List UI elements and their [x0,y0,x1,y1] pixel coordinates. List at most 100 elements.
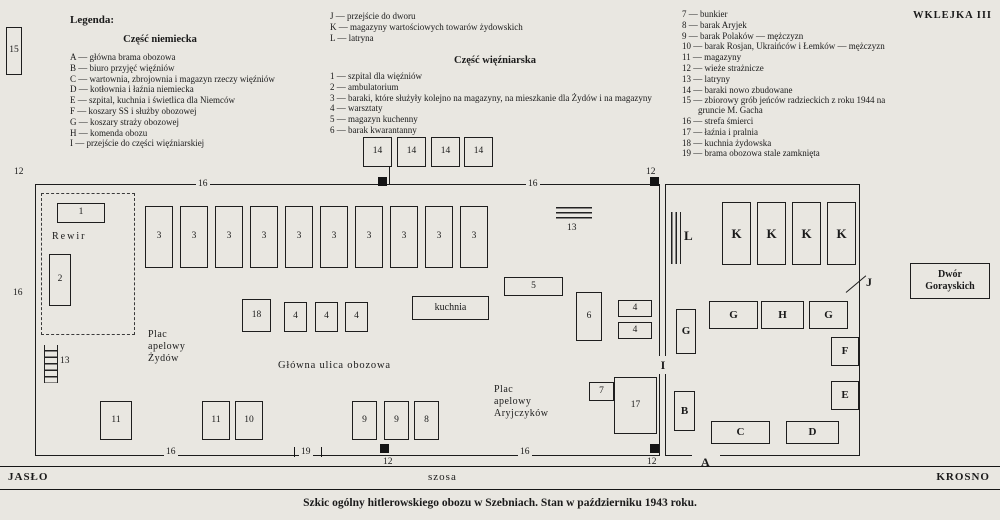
ambulance-2-label: 2 [57,274,63,285]
legend-item-10: 10 — barak Rosjan, Ukraińców i Łemków — … [682,41,885,52]
legend-item-G: G — koszary straży obozowej [70,116,179,127]
gate-tick [321,447,322,457]
legend-german-heading: Część niemiecka [123,34,197,45]
jewish-kitchen-18-box: 18 [242,299,271,332]
workshop-4-label: 4 [354,311,359,322]
guard-barrack-G-label: G [729,308,738,321]
prisoner-camp-fence [35,184,660,456]
guardhouse-C-box: C [711,421,770,444]
barrack-3-label: 3 [401,231,407,242]
bunker-7-box: 7 [589,382,614,401]
legend-item-3: 3 — baraki, które służyły kolejno na mag… [330,92,652,103]
barrack-3-box: 3 [250,206,278,268]
death-zone-16-label: 16 [164,447,178,457]
jewish-roll-call-square-label: Plac apelowy Żydów [148,329,185,365]
bathhouse-17-box: 17 [614,377,657,434]
guard-barrack-G-box: G [709,301,758,329]
legend-item-C: C — wartownia, zbrojownia i magazyn rzec… [70,73,275,84]
watchtower-square [380,444,389,453]
german-camp-fence [665,184,860,456]
inner-passage-I-label: I [660,357,666,372]
command-H-label: H [778,308,787,321]
valuables-store-K-label: K [766,226,777,241]
barrack-9-box: 9 [352,401,377,440]
barrack-3-box: 3 [215,206,243,268]
legend-item-4: 4 — warsztaty [330,103,383,114]
bunker-7-label: 7 [599,385,604,396]
barrack-14-label: 14 [473,146,484,157]
barrack-10-label: 10 [244,414,254,425]
workshop-4-box: 4 [618,322,652,339]
legend-item-K: K — magazyny wartościowych towarów żydow… [330,21,523,32]
grave-15-label: 15 [9,45,19,56]
barrack-8-box: 8 [414,401,439,440]
workshop-4-label: 4 [293,311,298,322]
legend-item-15: 15 — zbiorowy grób jeńców radzieckich z … [682,95,886,116]
workshop-4-box: 4 [618,300,652,317]
valuables-store-K-box: K [757,202,786,265]
kitchen-store-5-box: 5 [504,277,563,296]
legend-item-D: D — kotłownia i łaźnia niemiecka [70,84,194,95]
legend-item-6: 6 — barak kwarantanny [330,124,417,135]
legend-item-F: F — koszary SS i służby obozowej [70,105,197,116]
barrack-3-label: 3 [366,231,372,242]
guard-barrack-G-label: G [681,325,691,337]
storage-11-box: 11 [100,401,132,440]
guard-barrack-G-box: G [676,309,696,354]
barrack-3-label: 3 [156,231,162,242]
german-hospital-E-box: E [831,381,859,410]
barrack-9-label: 9 [394,414,399,425]
plate-number: WKLEJKA III [913,10,992,21]
workshop-4-label: 4 [632,302,638,313]
hospital-1-label: 1 [78,207,84,218]
storage-11-label: 11 [211,414,221,425]
legend-item-16: 16 — strefa śmierci [682,115,754,126]
valuables-store-K-label: K [731,226,742,241]
closed-gate-19-label: 19 [299,447,313,457]
latrine-L-label: L [684,228,693,243]
barrack-3-box: 3 [425,206,453,268]
legend-item-B: B — biuro przyjęć więźniów [70,62,175,73]
barrack-3-label: 3 [331,231,337,242]
bathhouse-17-label: 17 [630,399,641,410]
watchtower-12-label: 12 [383,457,393,467]
manor-name-line: Dwór [938,269,962,280]
boiler-bath-D-box: D [786,421,839,444]
legend-item-7: 7 — bunkier [682,9,728,19]
barrack-3-label: 3 [191,231,197,242]
rewir-dashed-enclosure [41,193,135,335]
guard-barrack-G-label: G [824,308,833,321]
legend-item-2: 2 — ambulatorium [330,81,399,92]
command-H-box: H [761,301,804,329]
barrack-3-label: 3 [436,231,442,242]
storage-11-label: 11 [111,414,121,425]
kuchnia-box: kuchnia [412,296,489,320]
inner-passage-I: I [655,356,671,374]
barrack-9-label: 9 [362,414,367,425]
legend-item-13: 13 — latryny [682,73,730,84]
barrack-3-box: 3 [145,206,173,268]
legend-item-9: 9 — barak Polaków — mężczyzn [682,30,804,41]
road-lower-line [0,489,1000,490]
barrack-14-box: 14 [363,137,392,167]
valuables-store-K-box: K [792,202,821,265]
connector-line [389,166,390,184]
main-gate-opening [692,450,720,456]
barrack-3-label: 3 [296,231,302,242]
watchtower-square [378,177,387,186]
legend-item-H: H — komenda obozu [70,127,148,138]
valuables-store-K-box: K [827,202,856,265]
legend-item-12: 12 — wieże strażnicze [682,62,764,73]
guard-barrack-G-box: G [809,301,848,329]
death-zone-16-label: 16 [526,179,540,189]
plac-line: Plac [148,329,168,340]
legend-item-5: 5 — magazyn kuchenny [330,114,418,125]
kitchen-store-5-label: 5 [531,280,536,291]
legend-item-E: E — szpital, kuchnia i świetlica dla Nie… [70,95,235,106]
barrack-3-box: 3 [180,206,208,268]
barrack-3-box: 3 [355,206,383,268]
plac-line: Plac [494,384,514,395]
quarantine-6-label: 6 [586,310,592,321]
admissions-office-B-label: B [680,404,689,417]
plac-line: apelowy [494,396,532,407]
